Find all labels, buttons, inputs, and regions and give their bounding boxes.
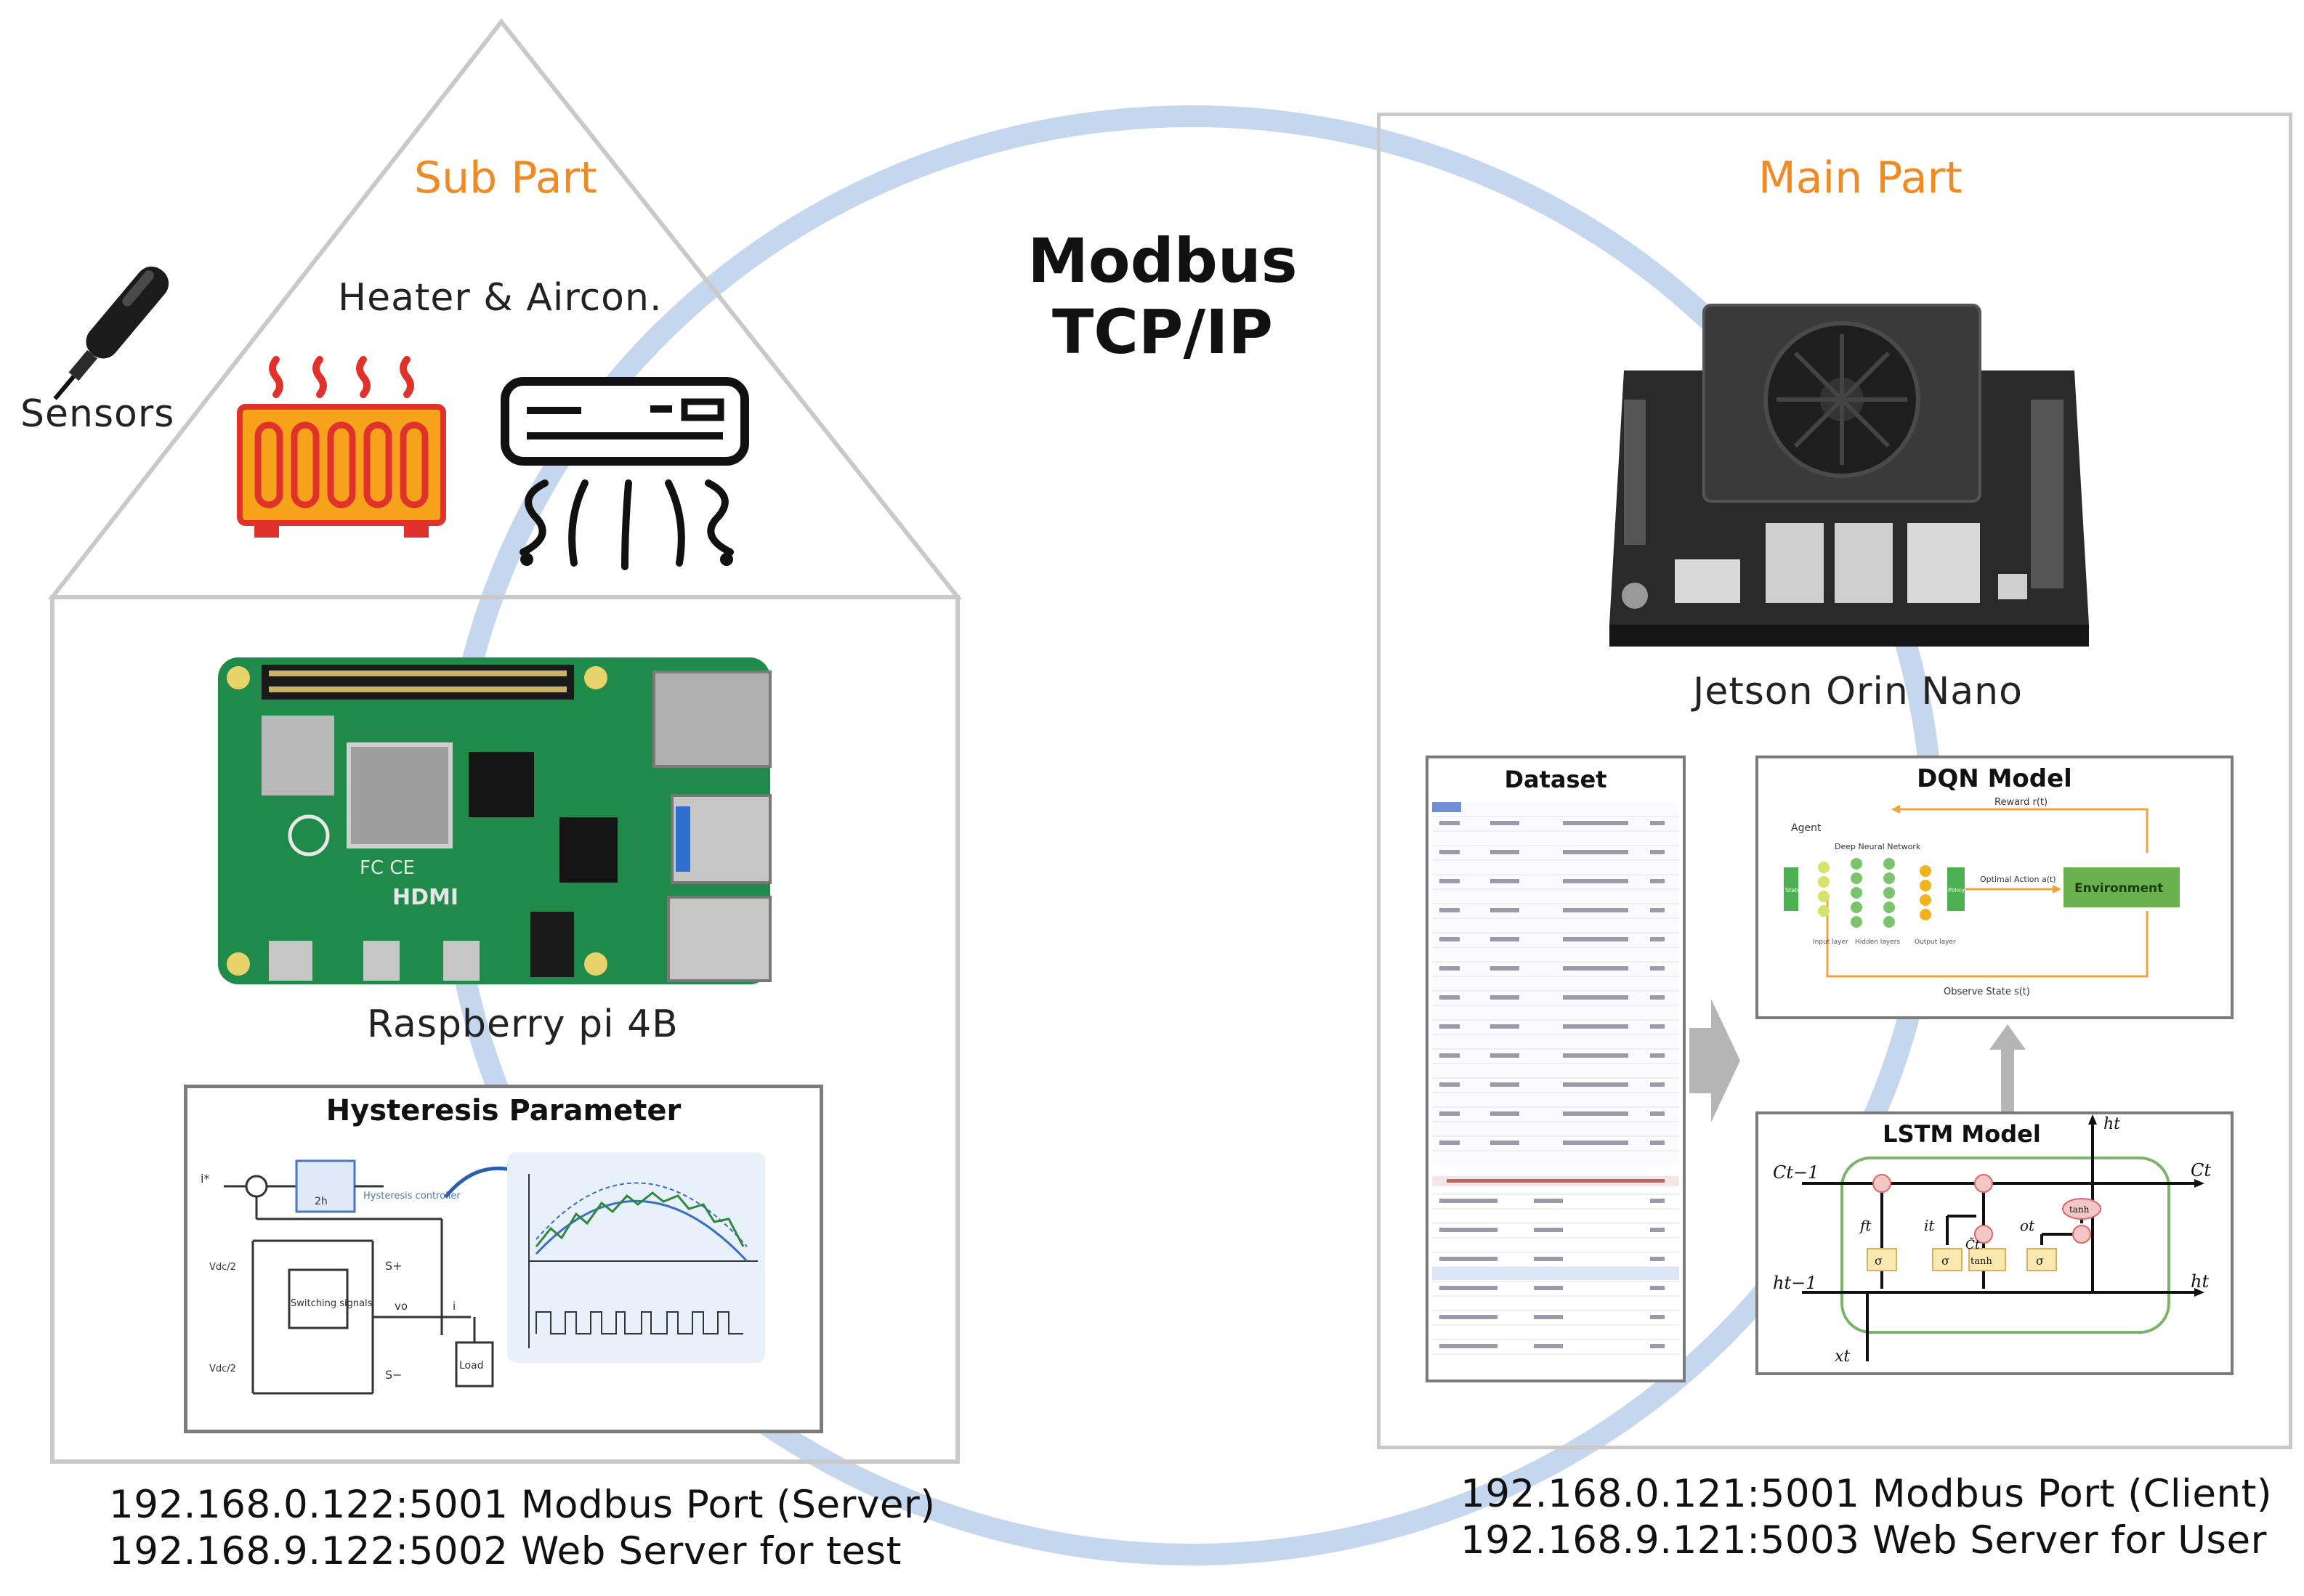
hysteresis-circuit-schematic: Hysteresis controller 2h i* Switching si… bbox=[201, 1159, 494, 1395]
svg-text:HDMI: HDMI bbox=[392, 885, 458, 910]
heater-aircon-label: Heater & Aircon. bbox=[338, 276, 663, 320]
modbus-tcpip-label: Modbus TCP/IP bbox=[988, 225, 1337, 368]
hysteresis-waveform-plot bbox=[507, 1152, 765, 1363]
dqn-dnn-text: Deep Neural Network bbox=[1835, 842, 1921, 851]
hysteresis-title: Hysteresis Parameter bbox=[326, 1094, 682, 1127]
lstm-sigma-1: σ bbox=[1875, 1254, 1883, 1268]
lstm-c-t: Ct bbox=[2191, 1160, 2211, 1180]
dqn-title: DQN Model bbox=[1917, 764, 2072, 793]
dataset-title: Dataset bbox=[1504, 766, 1607, 793]
lstm-x-t: xt bbox=[1835, 1348, 1850, 1366]
dqn-optimal-action-text: Optimal Action a(t) bbox=[1980, 875, 2056, 884]
modbus-line2: TCP/IP bbox=[1051, 296, 1273, 368]
raspberry-pi-board-icon: HDMI FC CE bbox=[218, 657, 772, 984]
lstm-tanh-2: tanh bbox=[2069, 1204, 2090, 1215]
dqn-agent-text: Agent bbox=[1791, 822, 1822, 834]
main-ip-line-2: 192.168.9.121:5003 Web Server for User bbox=[1460, 1518, 2267, 1563]
hyst-splus-text: S+ bbox=[385, 1259, 403, 1273]
dqn-diagram: Reward r(t) Agent Deep Neural Network St… bbox=[1784, 797, 2180, 997]
main-part-title: Main Part bbox=[1758, 153, 1963, 203]
jetson-label: Jetson Orin Nano bbox=[1693, 670, 2023, 713]
modbus-line1: Modbus bbox=[1027, 225, 1298, 296]
dqn-output-layer-text: Output layer bbox=[1915, 939, 1956, 946]
dataset-panel: Dataset bbox=[1426, 756, 1686, 1382]
dqn-observe-text: Observe State s(t) bbox=[1944, 987, 2030, 997]
hyst-load-text: Load bbox=[459, 1360, 484, 1372]
dataset-table-thumbnail bbox=[1432, 802, 1679, 1355]
lstm-h-t-top: ht bbox=[2103, 1115, 2120, 1133]
heater-icon bbox=[237, 356, 446, 538]
sub-part-ip-list: 192.168.0.122:5001 Modbus Port (Server) … bbox=[109, 1482, 935, 1575]
main-part-ip-list: 192.168.0.121:5001 Modbus Port (Client) … bbox=[1460, 1471, 2272, 1564]
air-conditioner-icon bbox=[501, 377, 749, 570]
hyst-i-text: i bbox=[453, 1300, 456, 1313]
lstm-h-t: ht bbox=[2191, 1271, 2209, 1292]
dqn-policy-text: Policy bbox=[1948, 887, 1965, 894]
dqn-state-text: State bbox=[1785, 887, 1800, 894]
jetson-board-icon bbox=[1609, 304, 2089, 647]
lstm-panel: LSTM Model bbox=[1755, 1111, 2234, 1375]
lstm-tanh-1: tanh bbox=[1970, 1256, 1992, 1267]
lstm-sigma-3: σ bbox=[2036, 1254, 2044, 1268]
hyst-vdc-top-text: Vdc/2 bbox=[209, 1262, 236, 1273]
raspberry-pi-label: Raspberry pi 4B bbox=[367, 1002, 679, 1046]
lstm-title: LSTM Model bbox=[1883, 1120, 2041, 1148]
dqn-reward-text: Reward r(t) bbox=[1994, 797, 2048, 808]
hyst-switching-text: Switching signals bbox=[291, 1298, 373, 1309]
lstm-h-prev: ht−1 bbox=[1773, 1273, 1816, 1293]
lstm-i-t: it bbox=[1924, 1217, 1935, 1234]
main-part-frame bbox=[1377, 113, 2292, 1449]
arrow-up-icon bbox=[1989, 1024, 2026, 1111]
hyst-vdc-bottom-text: Vdc/2 bbox=[209, 1364, 236, 1374]
hyst-istar-text: i* bbox=[201, 1172, 209, 1186]
sub-ip-line-2: 192.168.9.122:5002 Web Server for test bbox=[109, 1529, 902, 1573]
dqn-environment-text: Environment bbox=[2074, 881, 2163, 896]
hyst-band-text: 2h bbox=[315, 1196, 328, 1207]
sensor-probe-icon bbox=[53, 266, 169, 400]
main-ip-line-1: 192.168.0.121:5001 Modbus Port (Client) bbox=[1460, 1472, 2273, 1516]
lstm-sigma-2: σ bbox=[1941, 1254, 1949, 1268]
sensors-label: Sensors bbox=[20, 392, 175, 436]
hysteresis-panel: Hysteresis Parameter Hysteresis controll… bbox=[184, 1085, 823, 1433]
dqn-panel: DQN Model Reward r(t) Agent Deep Neural … bbox=[1755, 756, 2234, 1019]
hyst-vo-text: vo bbox=[395, 1300, 408, 1313]
lstm-o-t: ot bbox=[2020, 1217, 2035, 1234]
lstm-c-tilde: C̃t bbox=[1965, 1238, 1980, 1252]
dqn-hidden-layers-text: Hidden layers bbox=[1855, 939, 1900, 946]
sub-part-title: Sub Part bbox=[414, 153, 597, 203]
lstm-c-prev: Ct−1 bbox=[1773, 1162, 1819, 1183]
lstm-f-t: ft bbox=[1859, 1217, 1872, 1234]
svg-text:FC CE: FC CE bbox=[360, 857, 415, 879]
sub-ip-line-1: 192.168.0.122:5001 Modbus Port (Server) bbox=[109, 1483, 936, 1527]
dqn-input-layer-text: Input layer bbox=[1813, 939, 1848, 946]
arrow-right-icon bbox=[1689, 999, 1740, 1122]
lstm-cell-diagram: σ σ tanh σ tanh Ct−1 Ct ht−1 ht ht xt ft… bbox=[1773, 1114, 2211, 1366]
hyst-sminus-text: S− bbox=[385, 1368, 403, 1382]
hyst-controller-text: Hysteresis controller bbox=[363, 1191, 461, 1202]
